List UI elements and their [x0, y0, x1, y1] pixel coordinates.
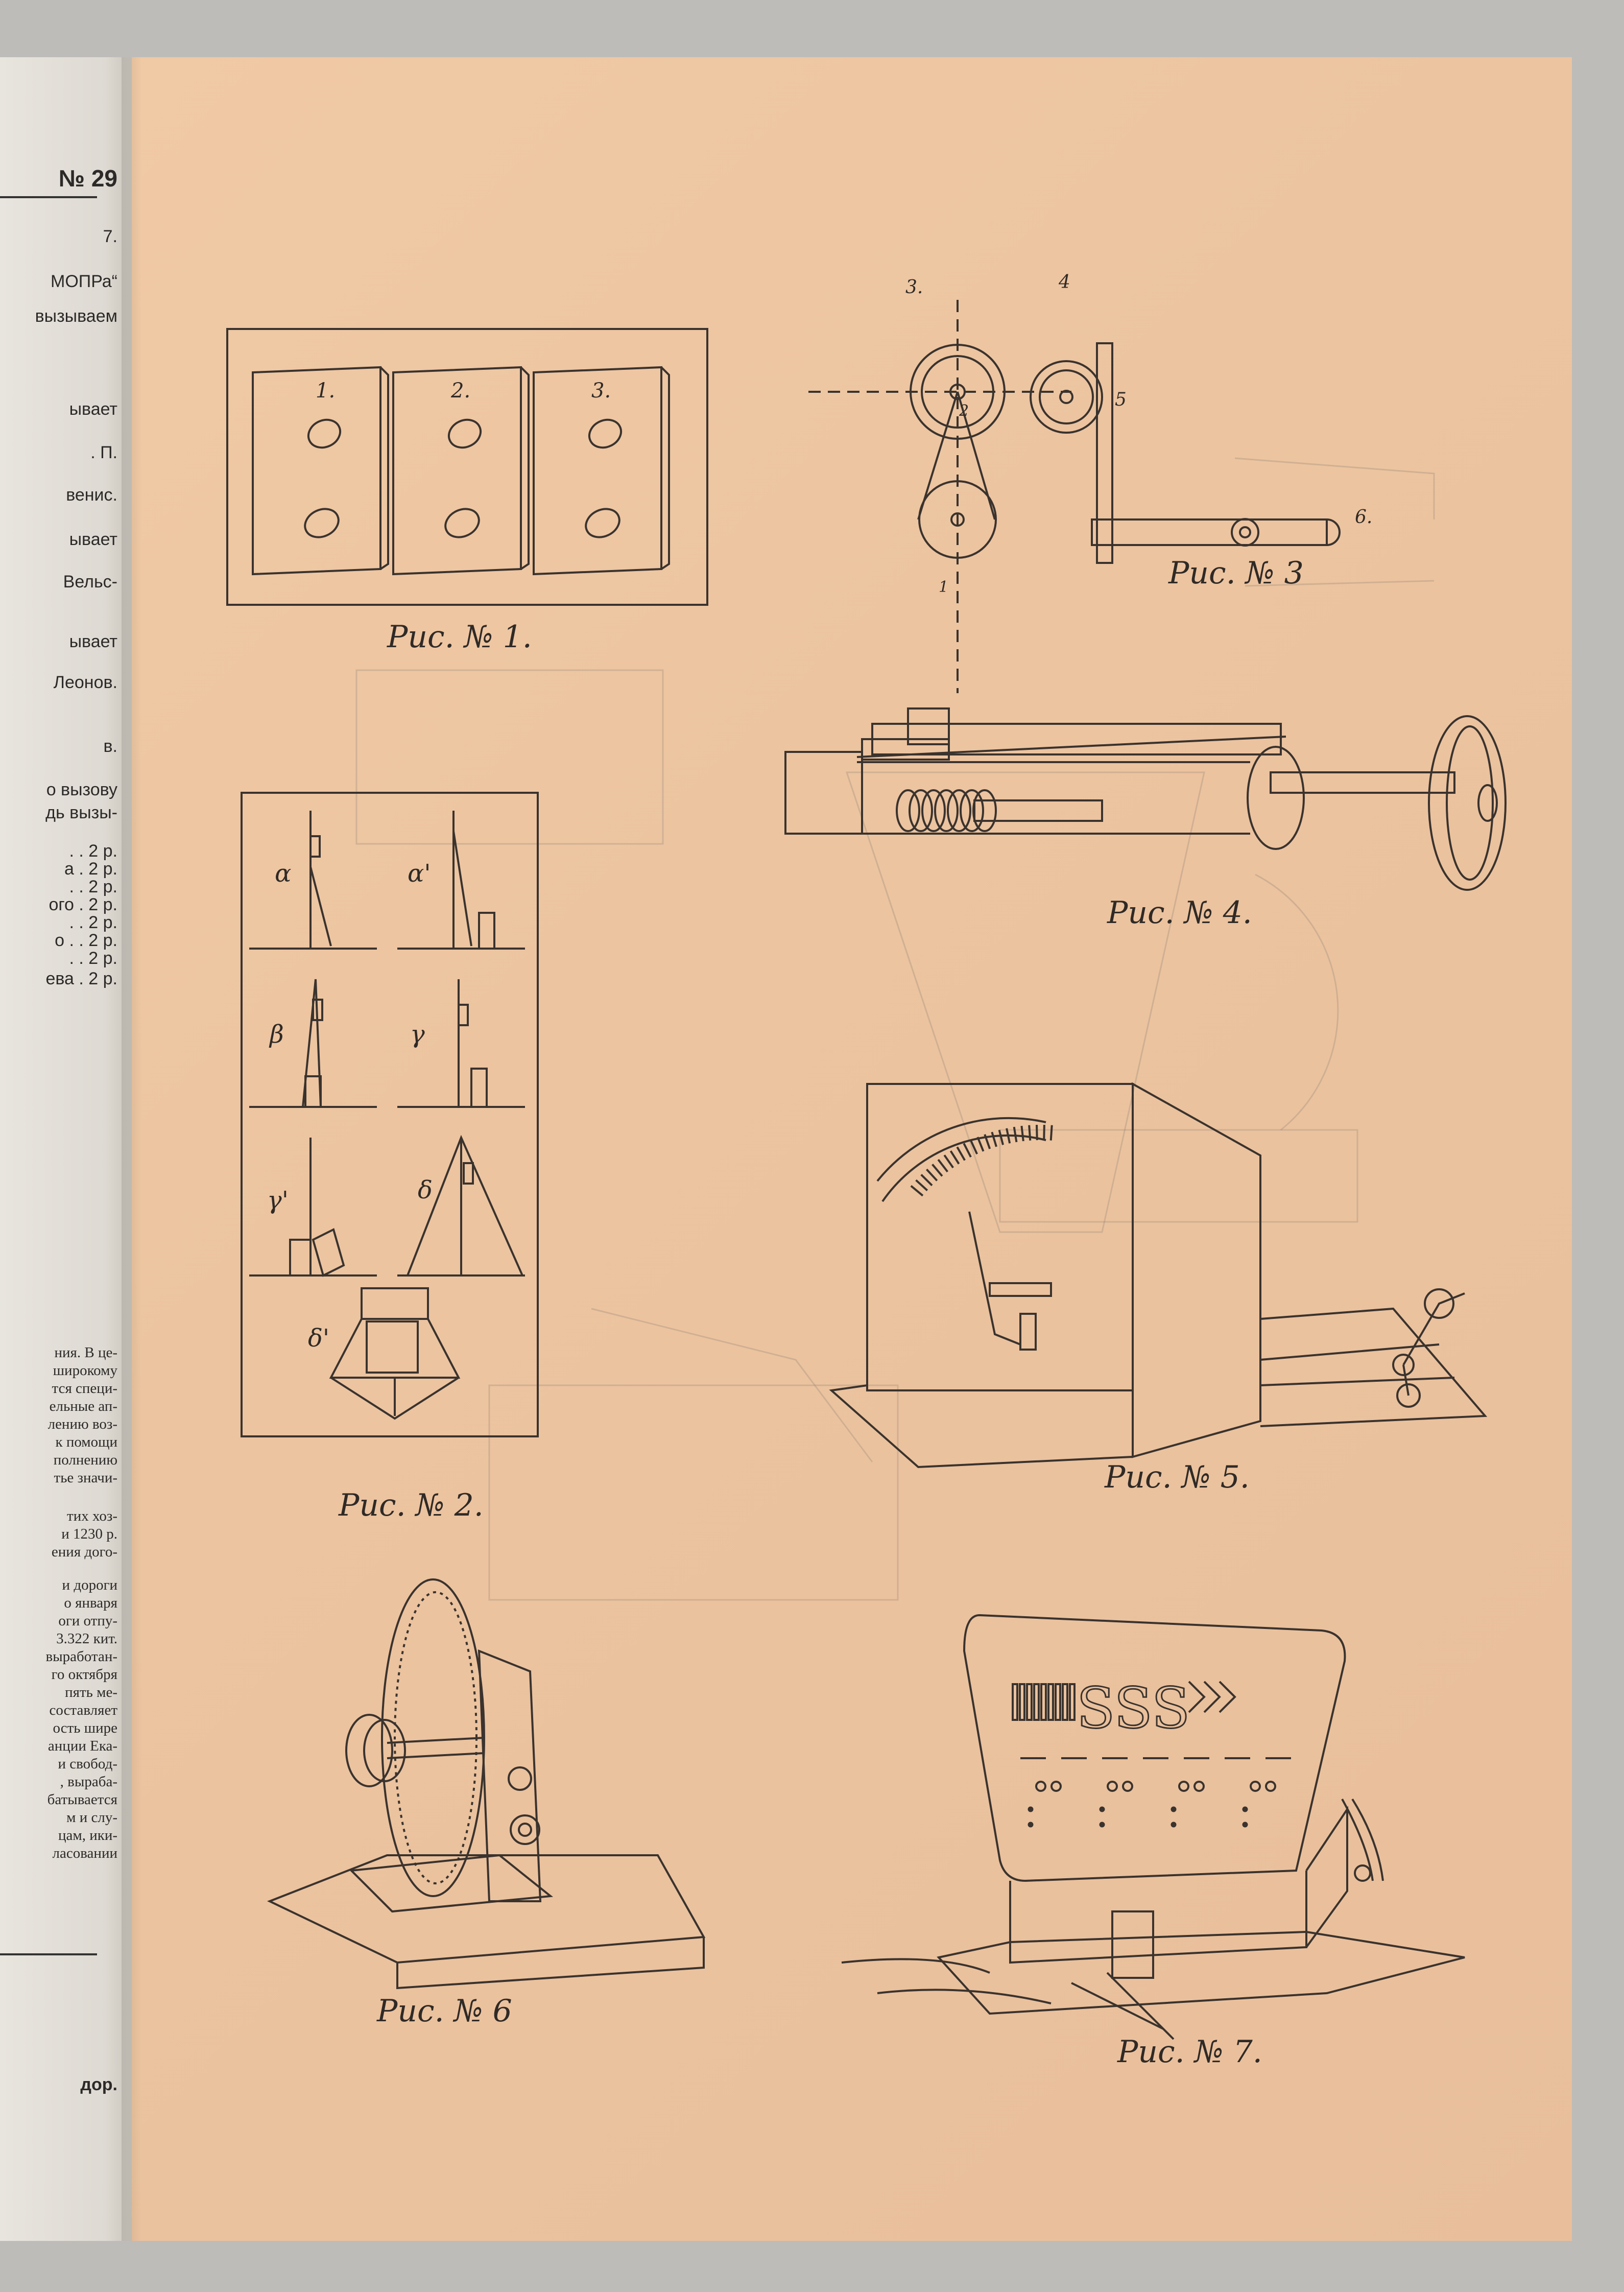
strip-text-line: о января [64, 1595, 117, 1611]
figure-3-label: 4 [1059, 272, 1070, 293]
strip-text-line: ость шире [53, 1720, 117, 1736]
figure-1-drawing [222, 324, 712, 610]
figure-2-label: δ [418, 1176, 433, 1204]
figure-2-label: β [270, 1020, 284, 1049]
strip-text-line: пять ме- [65, 1684, 117, 1700]
divider [0, 196, 97, 198]
strip-text-line: анции Ека- [47, 1738, 117, 1754]
strip-fragment: МОПРа“ [51, 272, 117, 291]
strip-text-line: и свобод- [58, 1756, 117, 1772]
strip-fragment: а . 2 р. [64, 859, 117, 879]
strip-fragment: в. [103, 737, 117, 756]
page-fold-shadow [122, 57, 142, 2241]
divider [0, 1953, 97, 1955]
strip-text-line: ласовании [52, 1845, 117, 1861]
figure-2-label: γ [410, 1020, 425, 1049]
strip-text-line: широкому [53, 1362, 117, 1379]
strip-fragment: . П. [90, 443, 117, 462]
strip-text-line: лению воз- [47, 1416, 117, 1432]
figure-1-label: 1. [316, 379, 336, 403]
strip-text-line: батывается [47, 1791, 117, 1808]
figure-5-drawing [826, 1079, 1500, 1472]
strip-text-line: оги отпу- [58, 1613, 117, 1629]
strip-fragment: ывает [69, 632, 117, 651]
strip-text-line: полнению [53, 1452, 117, 1468]
figure-1-label: 2. [451, 379, 471, 403]
figure-3-drawing [806, 254, 1495, 724]
strip-fragment: ого . 2 р. [49, 895, 117, 914]
strip-text-line: и дороги [62, 1577, 117, 1593]
strip-fragment: ывает [69, 399, 117, 419]
strip-text-line: ельные ап- [49, 1398, 117, 1414]
show-through-drawing [132, 57, 1572, 2241]
strip-fragment: . . 2 р. [69, 913, 118, 932]
figure-2-label: δ' [308, 1324, 330, 1353]
figure-4-drawing [780, 696, 1521, 910]
figure-3-label: 1 [939, 578, 949, 596]
figure-3-caption: Рис. № 3 [1168, 555, 1304, 591]
strip-fragment: . . 2 р. [69, 877, 118, 896]
page-sheet: Рис. № 1. 1. 2. 3. α α' β γ γ' δ δ' Рис.… [132, 57, 1572, 2241]
strip-text-line: 3.322 кит. [56, 1631, 117, 1647]
strip-fragment: вызываем [35, 306, 117, 326]
figure-2-label: α [275, 859, 292, 888]
figure-2-label: γ' [267, 1186, 289, 1215]
figure-3-label: 6. [1355, 507, 1373, 528]
strip-fragment: ывает [69, 530, 117, 549]
figure-1-label: 3. [591, 379, 611, 403]
strip-text-line: ния. В це- [54, 1344, 117, 1361]
figure-5-caption: Рис. № 5. [1105, 1459, 1250, 1495]
strip-text-line: го октября [51, 1666, 117, 1683]
figure-2-label: α' [408, 859, 431, 888]
strip-fragment: о . . 2 р. [55, 931, 117, 950]
strip-text-line: тье значи- [54, 1470, 117, 1486]
strip-text-line: , выраба- [60, 1774, 117, 1790]
strip-fragment: венис. [66, 485, 117, 505]
strip-footer: дор. [80, 2075, 117, 2094]
strip-fragment: . . 2 р. [69, 841, 118, 861]
strip-text-line: цам, ики- [58, 1827, 117, 1844]
strip-fragment: . . 2 р. [69, 949, 118, 968]
strip-fragment: о вызову [46, 780, 117, 799]
strip-text-line: к помощи [55, 1434, 117, 1450]
figure-2-caption: Рис. № 2. [339, 1487, 484, 1523]
strip-text-line: тся специ- [52, 1380, 117, 1397]
figure-1-caption: Рис. № 1. [387, 619, 532, 655]
strip-text-line: и 1230 р. [61, 1526, 117, 1542]
strip-text-line: составляет [49, 1702, 117, 1718]
svg-text:SSS: SSS [1077, 1675, 1190, 1741]
figure-3-label: 3. [905, 277, 923, 298]
figure-4-caption: Рис. № 4. [1107, 895, 1252, 931]
strip-text-line: ения дого- [51, 1544, 117, 1560]
figure-3-label: 2 [959, 402, 969, 420]
strip-fragment: ева . 2 р. [45, 969, 117, 988]
strip-text-line: м и слу- [66, 1809, 117, 1826]
strip-fragment: Вельс- [63, 572, 117, 592]
figure-6-drawing [265, 1569, 724, 1988]
issue-number: № 29 [58, 165, 117, 192]
left-page-strip: № 29 7. МОПРа“ вызываем ывает . П. венис. ывае… [0, 57, 132, 2241]
figure-6-caption: Рис. № 6 [377, 1993, 512, 2029]
figure-2-drawing [239, 790, 540, 1439]
figure-3-label: 5 [1115, 389, 1127, 410]
strip-text-line: тих хоз- [67, 1508, 117, 1524]
figure-7-caption: Рис. № 7. [1117, 2034, 1262, 2070]
strip-text-line: выработан- [45, 1648, 118, 1665]
strip-fragment: дь вызы- [45, 803, 117, 822]
strip-fragment: 7. [103, 227, 117, 246]
strip-fragment: Леонов. [53, 673, 117, 692]
figure-7-drawing: SSS [837, 1605, 1511, 2065]
